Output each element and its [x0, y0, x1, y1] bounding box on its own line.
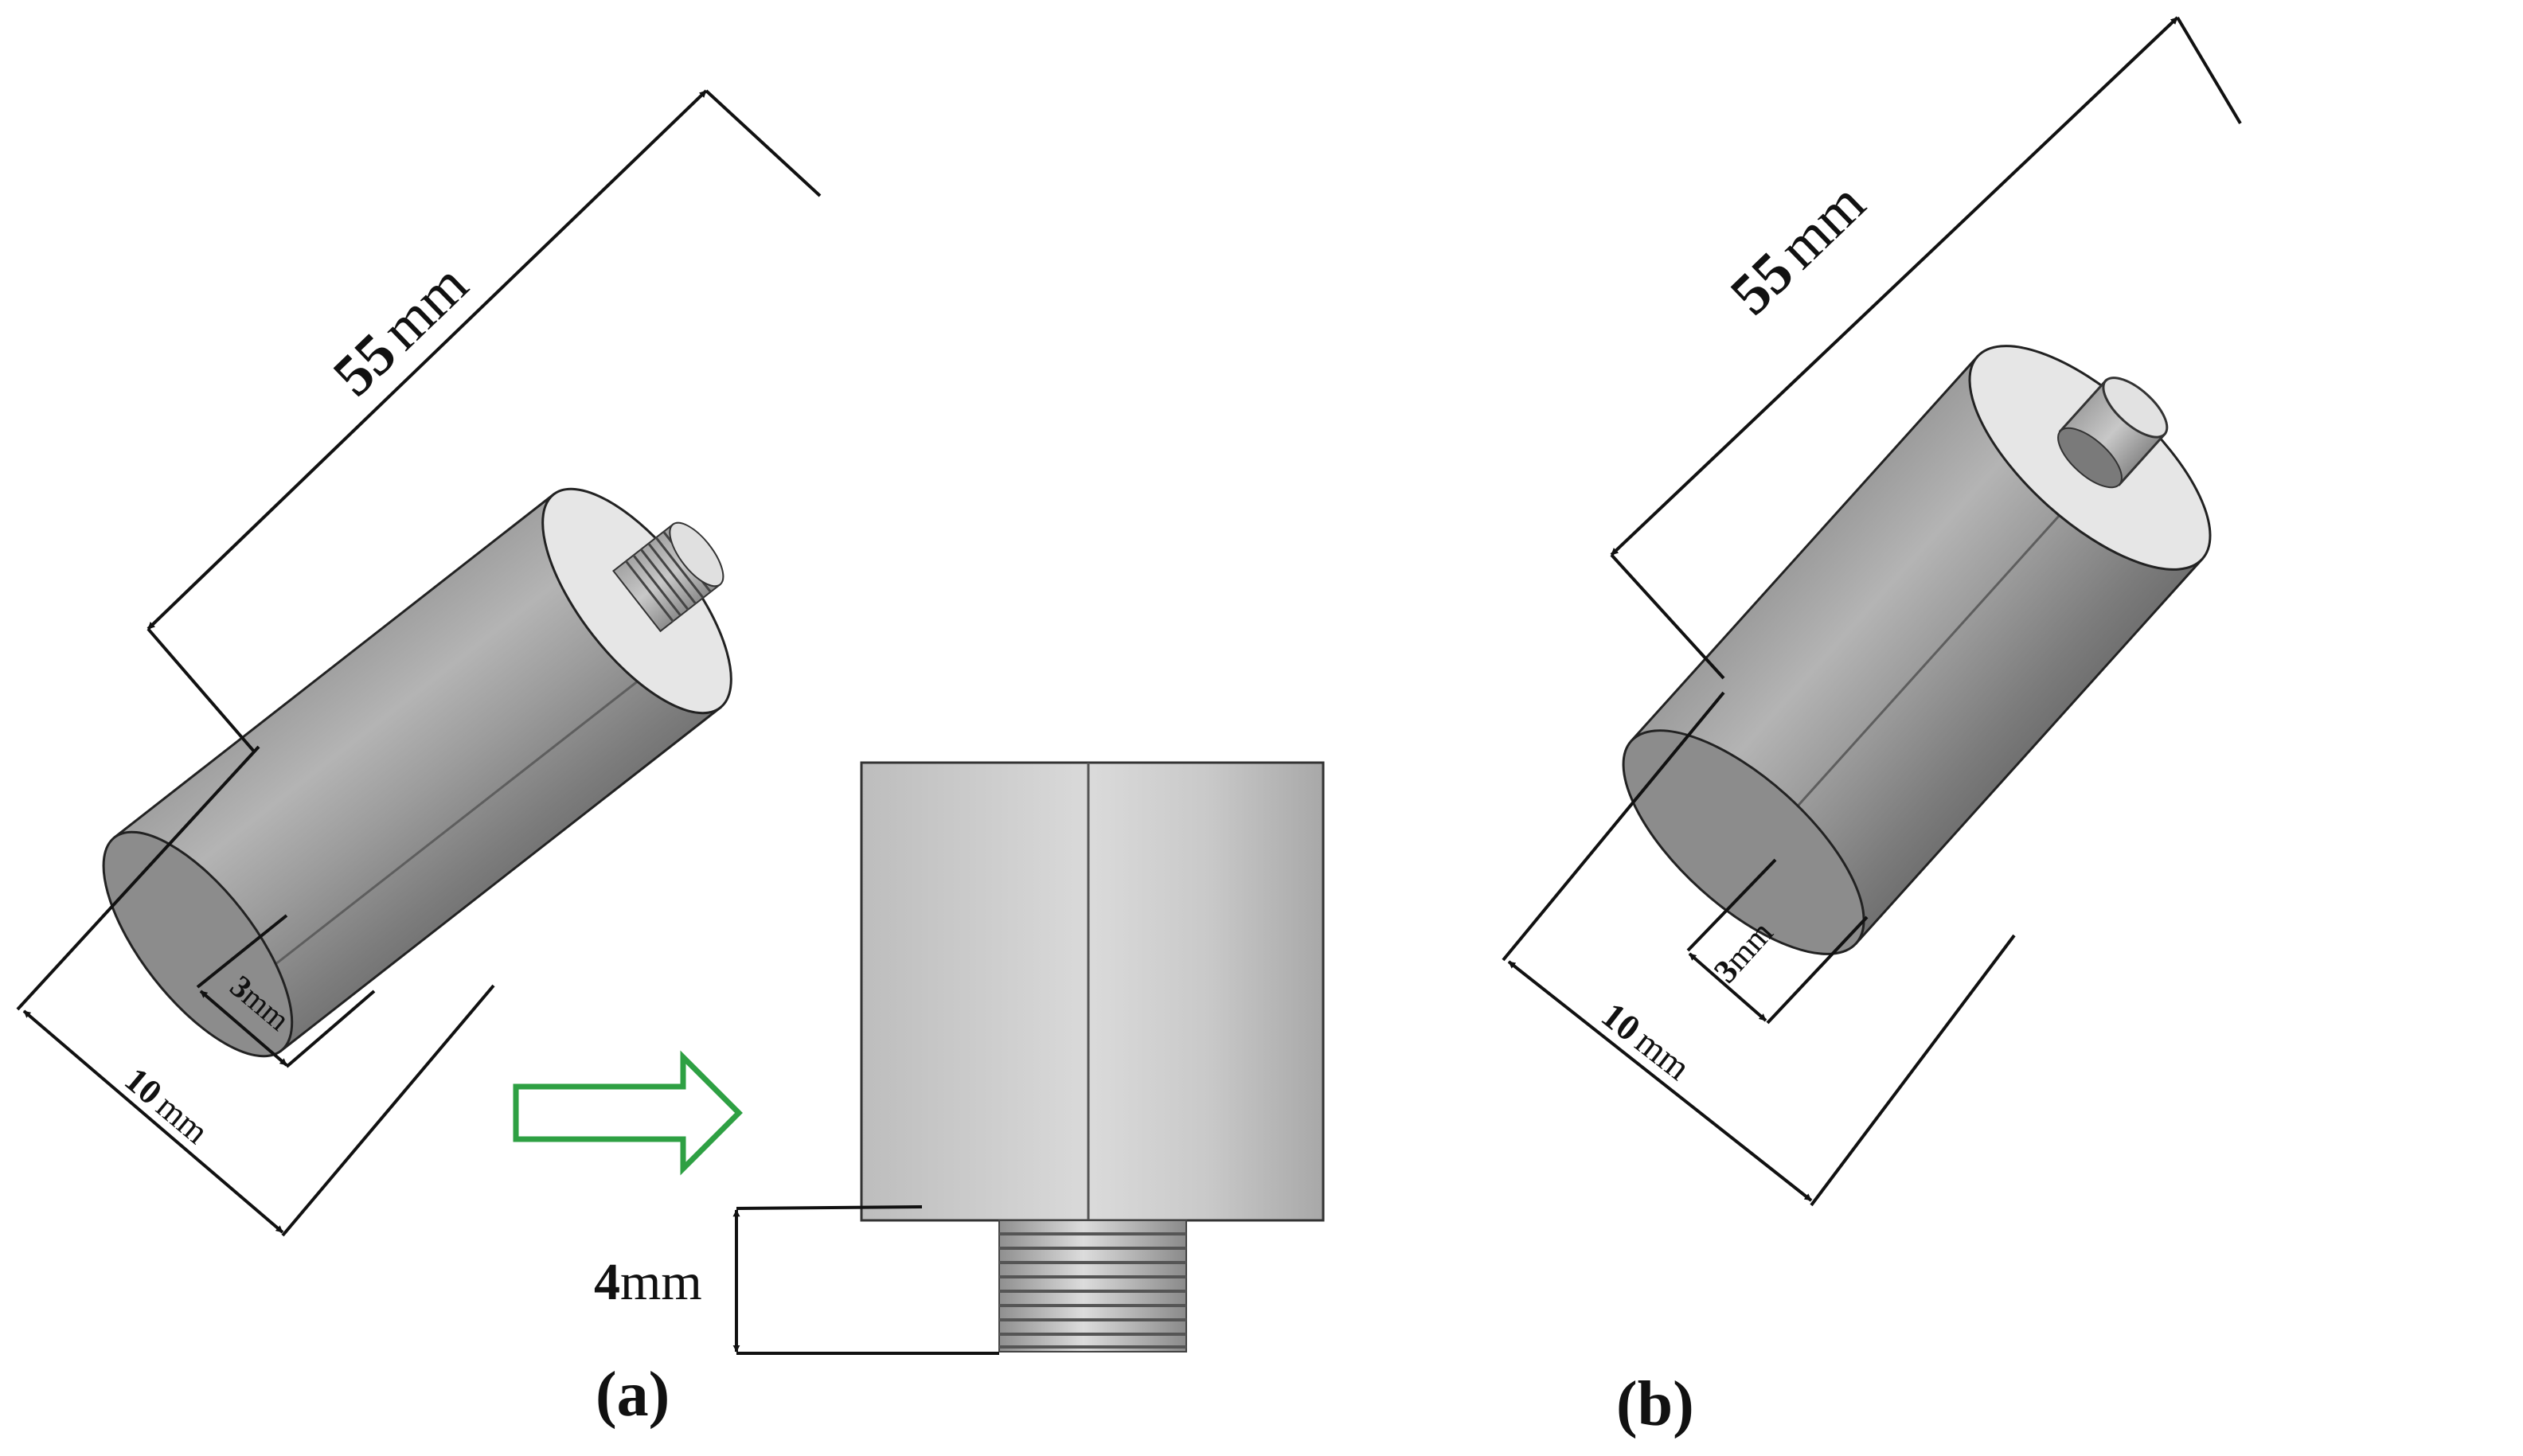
cylinder-a	[102, 487, 732, 1058]
panel-a-label: (a)	[596, 1360, 670, 1430]
panel-b-label: (b)	[1616, 1369, 1694, 1439]
panel-b: 55mm 10mm 3mm (b)	[1502, 16, 2242, 1439]
svg-text:4mm: 4mm	[594, 1253, 702, 1311]
svg-text:55mm: 55mm	[1718, 170, 1877, 327]
green-arrow-icon	[513, 1050, 743, 1176]
dimension-thread-length: 4mm	[594, 1205, 999, 1355]
cylinder-b-far-end	[1622, 729, 1865, 955]
diameter-b-unit: mm	[1628, 1021, 1698, 1087]
thread-length-value: 4	[594, 1253, 620, 1311]
thread-length-unit: mm	[620, 1253, 702, 1311]
diameter-a-unit: mm	[149, 1087, 216, 1152]
panel-a: 55mm 10mm 3mm	[16, 89, 1325, 1430]
cylinder-a-seam	[236, 650, 678, 996]
detail-thread	[998, 1220, 1187, 1353]
detail-cylinder	[860, 761, 1325, 1222]
detail-view: 4mm	[594, 761, 1325, 1355]
